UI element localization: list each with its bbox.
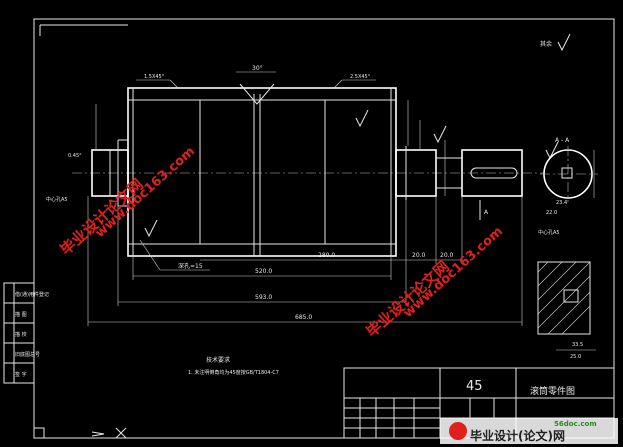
border-label-3: 旧底图总号 — [15, 351, 40, 358]
tech-line-1: 1. 未注明倒角均为45度按GB/T1804-C7 — [188, 369, 279, 376]
right-shaft — [395, 146, 523, 200]
roughness-note: 其余 — [540, 40, 552, 48]
angle-top: 30° — [252, 65, 263, 72]
watermark-url-left: www.doc163.com — [93, 144, 198, 241]
section-label: A - A — [555, 137, 570, 144]
border-label-4: 签 字 — [15, 371, 27, 378]
center-hole-left: 中心孔A5 — [46, 196, 68, 203]
edge-left: 0.45° — [68, 153, 82, 159]
hatched-detail — [537, 261, 591, 335]
tech-title: 技术要求 — [206, 356, 230, 364]
left-shaft — [91, 139, 129, 207]
border-label-1: 描 图 — [15, 311, 27, 318]
dim-overall: 685.0 — [295, 314, 312, 321]
logo-small: 56doc.com — [554, 420, 597, 428]
section-view — [540, 146, 598, 202]
dim-a: 20.0 — [412, 252, 426, 259]
title-part-name: 滚筒零件图 — [530, 385, 575, 397]
chamfer-right: 2.5X45° — [350, 74, 371, 80]
logo-big: 毕业设计(论文)网 — [470, 428, 565, 443]
dimensions — [87, 71, 523, 326]
dim-right-small: 33.5 — [572, 342, 583, 348]
center-hole-right: 中心孔A5 — [538, 229, 560, 236]
roughness-symbols — [144, 33, 571, 238]
dim-key-1: 22.0 — [546, 210, 557, 216]
dim-middle: 593.0 — [255, 294, 272, 301]
site-logo: 56doc.com 毕业设计(论文)网 — [440, 418, 618, 444]
dim-key-2: 23.4 — [556, 200, 567, 206]
bottom-marks — [33, 427, 127, 439]
dim-b: 20.0 — [440, 252, 454, 259]
thread-depth: 深孔=15 — [178, 262, 203, 270]
watermark-url-right: www.doc163.com — [401, 224, 506, 321]
dim-body: 520.0 — [255, 268, 272, 275]
dim-tube: 280.0 — [318, 252, 335, 259]
border-label-0: 借(通)用件登记 — [15, 291, 49, 298]
left-border-strip: 借(通)用件登记 描 图 描 校 旧底图总号 签 字 — [3, 282, 49, 384]
title-material: 45 — [466, 379, 483, 394]
watermark-cn-right: 毕业设计论文网 — [363, 257, 453, 341]
chamfer-left: 1.5X45° — [144, 74, 165, 80]
drawing-border — [33, 18, 615, 439]
border-label-2: 描 校 — [15, 331, 27, 338]
dim-right-total: 25.0 — [570, 354, 581, 360]
section-arrow-a: A — [484, 209, 489, 216]
watermark-right: 毕业设计论文网 www.doc163.com — [363, 224, 506, 341]
drum-body — [127, 83, 397, 257]
